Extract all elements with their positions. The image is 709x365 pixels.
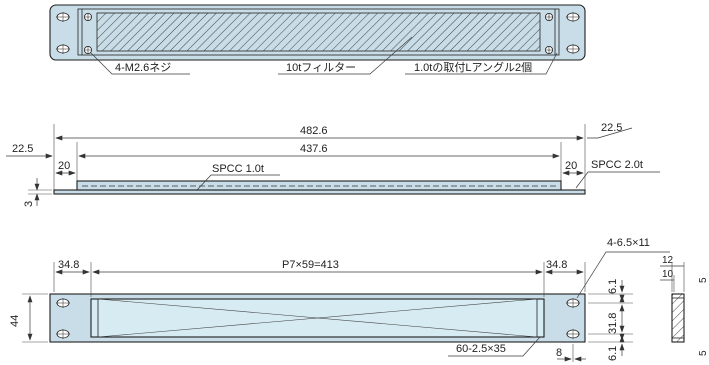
dim-right-offset: 22.5 <box>601 122 622 134</box>
top-angle-frame <box>77 8 560 56</box>
mount-hole-icon <box>56 44 70 54</box>
dim-height: 44 <box>9 315 21 327</box>
dim-inner-text: 437.6 <box>300 143 328 155</box>
callout-angle: 1.0tの取付Lアングル2個 <box>414 60 532 74</box>
dim-w-outer: 12 <box>662 255 674 266</box>
dim-v-top: 6.1 <box>607 279 619 294</box>
section-view: 12 10 5 5 <box>660 255 709 356</box>
filter-hatch <box>96 12 541 52</box>
callout-filter: 10tフィルター <box>286 61 356 74</box>
dim-right-margin: 34.8 <box>546 259 567 271</box>
callout-screws: 4-M2.6ネジ <box>115 61 171 74</box>
section-body <box>671 293 685 343</box>
side-view: 482.6 437.6 22.5 22.5 20 20 SPCC 2.0t SP… <box>6 122 660 207</box>
dim-thickness: 3 <box>23 201 35 207</box>
mount-hole-icon <box>56 12 70 22</box>
front-view: 34.8 P7×59=413 34.8 4-6.5×11 44 60-2.5×3… <box>9 237 670 362</box>
dim-pitch: P7×59=413 <box>282 259 339 271</box>
material-panel: SPCC 2.0t <box>591 159 643 171</box>
dim-v-bot: 6.1 <box>607 346 619 361</box>
dim-right-flange: 20 <box>565 160 577 172</box>
mount-hole-icon <box>566 329 580 339</box>
dim-left-margin: 34.8 <box>58 259 79 271</box>
dim-overall-text: 482.6 <box>300 125 328 137</box>
side-angle <box>76 180 562 191</box>
dim-bottom-width: 8 <box>556 347 562 359</box>
mount-hole-icon <box>56 329 70 339</box>
screw-icon <box>545 12 554 21</box>
screw-icon <box>84 12 93 21</box>
mount-hole-icon <box>566 12 580 22</box>
side-panel <box>53 189 586 195</box>
dim-v-mid: 31.8 <box>607 313 619 334</box>
callout-vent-slots: 60-2.5×35 <box>456 343 506 355</box>
top-view: 4-M2.6ネジ 10tフィルター 1.0tの取付Lアングル2個 <box>49 4 586 75</box>
screw-icon <box>84 46 93 55</box>
dim-w-inner: 10 <box>662 269 674 280</box>
dim-left-offset: 22.5 <box>12 143 33 155</box>
dim-t-bot: 5 <box>698 350 709 356</box>
dim-t-top: 5 <box>698 277 709 283</box>
callout-slot-holes: 4-6.5×11 <box>607 237 650 249</box>
material-angle: SPCC 1.0t <box>212 163 264 175</box>
screw-icon <box>545 46 554 55</box>
mount-hole-icon <box>566 298 580 308</box>
mount-hole-icon <box>56 298 70 308</box>
mount-hole-icon <box>566 44 580 54</box>
vertical-dimensions: 6.1 31.8 6.1 <box>588 279 633 361</box>
dim-left-flange: 20 <box>58 160 70 172</box>
